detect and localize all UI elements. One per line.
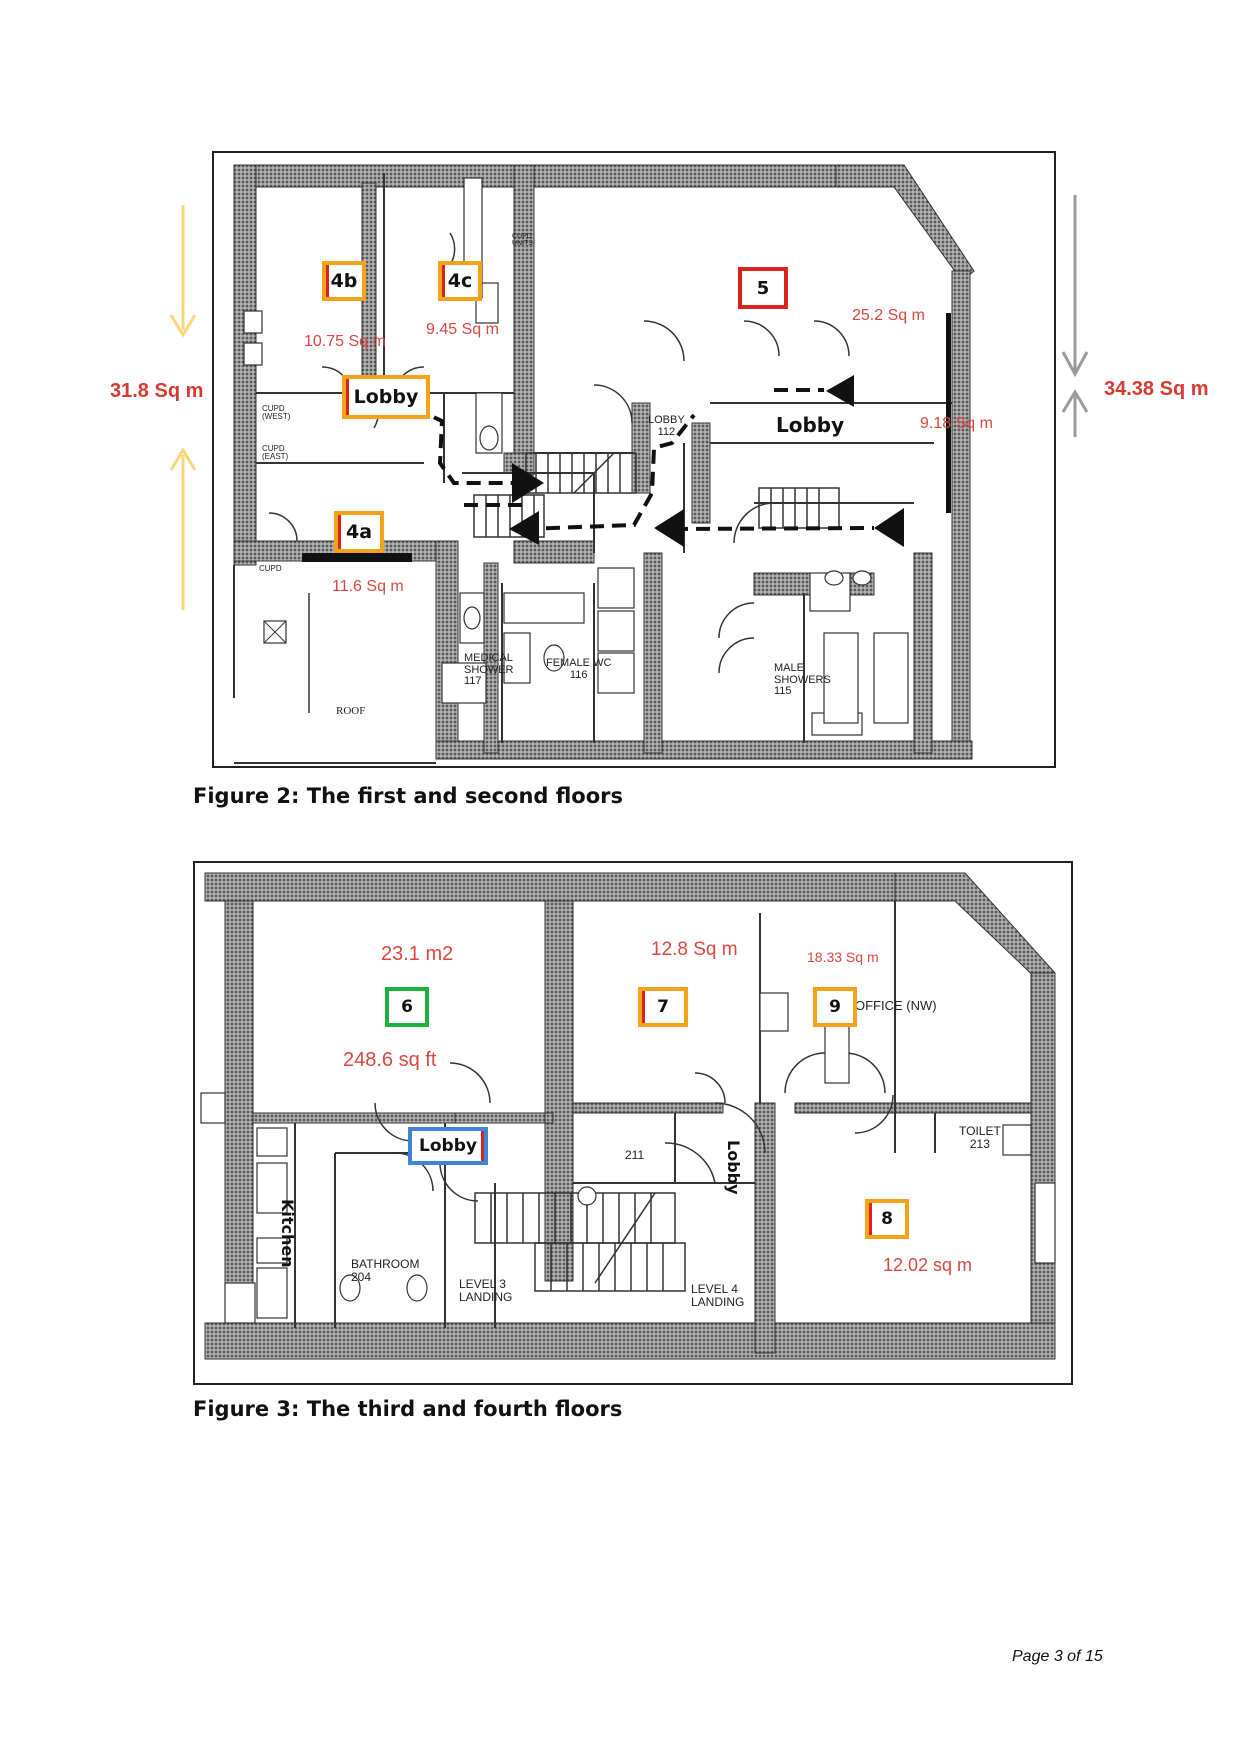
lobby-vertical-label: Lobby bbox=[724, 1140, 743, 1195]
room-6-area-ft: 248.6 sq ft bbox=[343, 1049, 437, 1071]
right-dimension-arrows bbox=[1061, 195, 1089, 437]
room-6-tag: 6 bbox=[385, 987, 429, 1027]
kitchen-label: Kitchen bbox=[278, 1199, 297, 1268]
left-dimension-arrows bbox=[169, 205, 197, 610]
level-4-landing-label: LEVEL 4 LANDING bbox=[691, 1282, 745, 1309]
figure-2-floor-plan: LOBBY 112 CUPD (WEST) CUPD (EAST) CUPD C… bbox=[212, 151, 1056, 768]
lobby-right-label: Lobby bbox=[776, 413, 845, 437]
lobby-right-area: 9.18 Sq m bbox=[920, 415, 993, 432]
lobby-112-label: LOBBY 112 bbox=[648, 414, 685, 438]
figure-2-caption: Figure 2: The first and second floors bbox=[193, 784, 624, 808]
room-4a-area: 11.6 Sq m bbox=[332, 578, 404, 595]
lobby-left-tag: Lobby bbox=[342, 375, 430, 419]
room-7-tag: 7 bbox=[638, 987, 688, 1027]
cupd-east-label: CUPD (EAST) bbox=[262, 444, 289, 462]
toilet-213-label: TOILET 213 bbox=[959, 1124, 1001, 1151]
figure-2-drawing bbox=[233, 164, 975, 764]
room-211-label: 211 bbox=[625, 1148, 645, 1162]
page-number: Page 3 of 15 bbox=[1012, 1648, 1103, 1665]
figure-3-floor-plan: OFFICE (NW) TOILET 213 211 BATHROOM 204 … bbox=[193, 861, 1073, 1385]
cupd-west-label: CUPD (WEST) bbox=[262, 404, 291, 422]
room-5-tag: 5 bbox=[738, 267, 788, 309]
level-3-landing-label: LEVEL 3 LANDING bbox=[459, 1277, 513, 1304]
left-dimension-label: 31.8 Sq m bbox=[110, 380, 204, 402]
right-dimension-label: 34.38 Sq m bbox=[1104, 378, 1209, 400]
lobby-blue-tag: Lobby bbox=[408, 1127, 488, 1165]
room-9-area: 18.33 Sq m bbox=[807, 949, 879, 965]
room-5-area: 25.2 Sq m bbox=[852, 307, 925, 324]
figure-3-caption: Figure 3: The third and fourth floors bbox=[193, 1397, 623, 1421]
room-4c-tag: 4c bbox=[438, 261, 482, 301]
room-8-area: 12.02 sq m bbox=[883, 1255, 973, 1275]
cupd-units-label: CUPD UNITS bbox=[512, 233, 533, 248]
room-4b-tag: 4b bbox=[322, 261, 366, 301]
room-4a-tag: 4a bbox=[334, 511, 384, 553]
room-9-tag: 9 bbox=[813, 987, 857, 1027]
roof-label: ROOF bbox=[336, 705, 366, 717]
cupd-label: CUPD bbox=[259, 564, 282, 573]
female-wc-label: FEMALE WC 116 bbox=[546, 657, 612, 681]
room-6-area-m2: 23.1 m2 bbox=[381, 943, 454, 965]
medical-shower-label: MEDICAL SHOWER 117 bbox=[464, 652, 514, 688]
figure-3-drawing bbox=[200, 872, 1056, 1360]
room-4b-area: 10.75 Sq m bbox=[304, 333, 386, 350]
office-nw-label: OFFICE (NW) bbox=[855, 998, 937, 1013]
bathroom-204-label: BATHROOM 204 bbox=[351, 1257, 420, 1284]
male-showers-label: MALE SHOWERS 115 bbox=[774, 662, 831, 698]
room-7-area: 12.8 Sq m bbox=[651, 939, 738, 960]
room-8-tag: 8 bbox=[865, 1199, 909, 1239]
room-4c-area: 9.45 Sq m bbox=[426, 321, 499, 338]
